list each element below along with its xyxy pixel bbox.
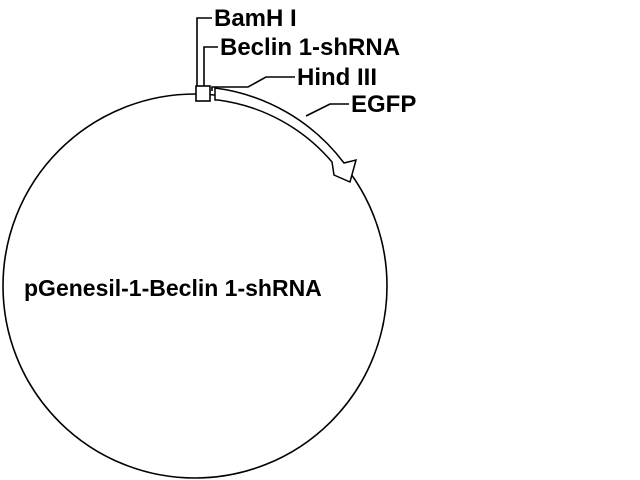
beclin-shrna-leader-line — [203, 46, 218, 86]
egfp-leader-line — [305, 103, 349, 117]
bamh1-leader-line — [196, 17, 212, 86]
egfp-label: EGFP — [351, 91, 416, 118]
egfp-arrow — [214, 87, 358, 184]
hind3-label: Hind III — [297, 64, 377, 91]
beclin-shrna-label: Beclin 1-shRNA — [220, 34, 400, 61]
plasmid-name-label: pGenesil-1-Beclin 1-shRNA — [24, 275, 322, 301]
shrna-insert-box — [195, 85, 211, 102]
hind3-leader-line — [211, 76, 295, 91]
bamh1-label: BamH I — [214, 5, 297, 32]
plasmid-backbone-circle — [2, 93, 388, 479]
